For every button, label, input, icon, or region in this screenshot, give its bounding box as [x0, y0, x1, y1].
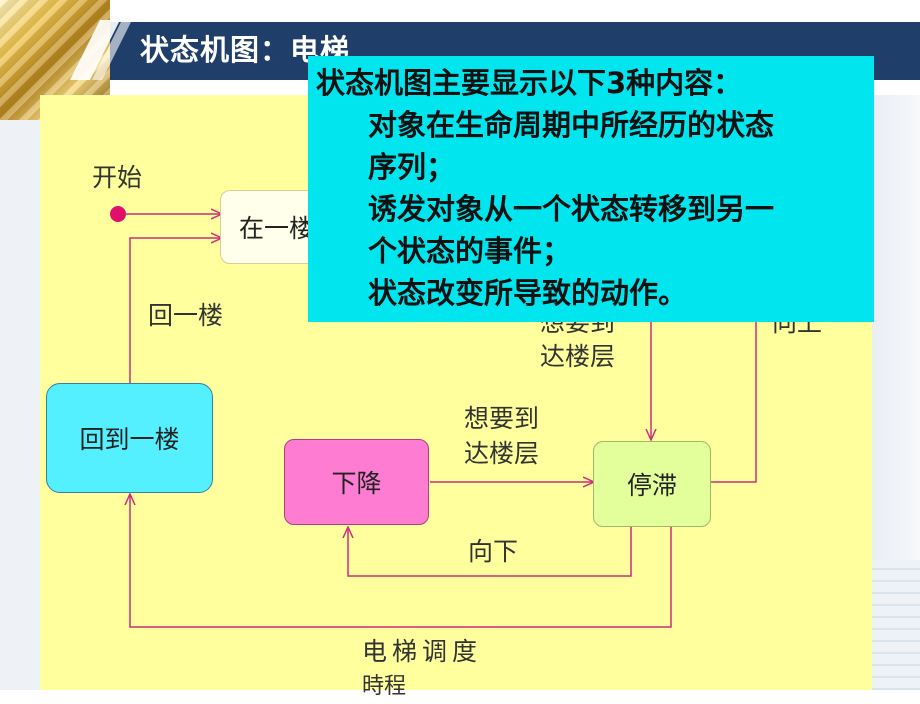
transition-label-timeout-partial: 時程	[362, 674, 407, 699]
transition-label-down: 向下	[468, 537, 519, 566]
state-return-to-first-label: 回到一楼	[79, 425, 180, 454]
left-background	[0, 120, 40, 690]
state-idle-label: 停滞	[626, 471, 677, 500]
up-transition	[711, 322, 757, 483]
callout-line: 对象在生命周期中所经历的状态	[368, 108, 775, 142]
transition-label-want-floor-mid-1: 想要到	[464, 404, 540, 433]
transition-label-want-floor-mid-2: 达楼层	[464, 439, 540, 468]
callout-line: 序列；	[368, 150, 456, 184]
transition-label-want-floor-top-2: 达楼层	[540, 342, 616, 371]
callout-line: 状态改变所导致的动作。	[368, 276, 688, 310]
state-return-to-first: 回到一楼	[46, 383, 213, 493]
state-moving-down: 下降	[284, 439, 429, 525]
start-dot-icon	[110, 206, 126, 222]
callout-line: 个状态的事件；	[368, 234, 572, 268]
state-on-first-floor-label: 在一楼	[239, 214, 315, 243]
header-stripes-icon	[70, 20, 132, 80]
transition-label-dispatch: 电梯调度	[362, 637, 483, 666]
return-first-transition	[129, 238, 222, 384]
transition-label-return-first: 回一楼	[148, 301, 224, 330]
state-idle: 停滞	[593, 441, 711, 527]
dispatch-transition	[130, 494, 672, 628]
bottom-right-pattern	[872, 560, 920, 690]
callout-box: 状态机图主要显示以下3种内容： 对象在生命周期中所经历的状态 序列； 诱发对象从…	[308, 56, 874, 322]
callout-line: 诱发对象从一个状态转移到另一	[368, 192, 775, 226]
state-moving-down-label: 下降	[331, 469, 382, 498]
down-transition	[348, 527, 632, 577]
start-label: 开始	[92, 163, 143, 192]
callout-heading: 状态机图主要显示以下3种内容：	[316, 66, 743, 100]
